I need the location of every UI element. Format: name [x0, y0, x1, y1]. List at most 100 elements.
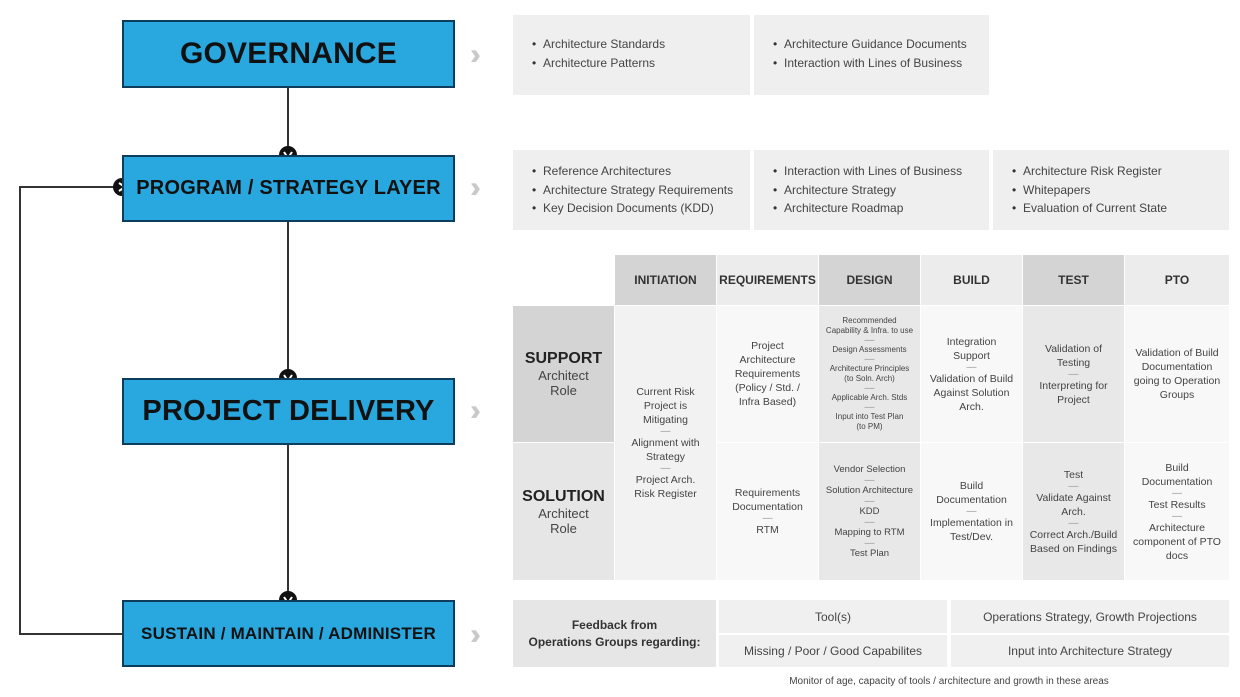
- cell-separator: —: [864, 402, 875, 413]
- chevron-right-icon: ››: [470, 38, 481, 71]
- cell-line: (to PM): [856, 422, 883, 431]
- cell-line: Validation of: [1044, 342, 1102, 355]
- cell-separator: —: [660, 463, 671, 474]
- cell-separator: —: [1172, 510, 1182, 522]
- program-panel-col2: Interaction with Lines of Business Archi…: [754, 150, 989, 230]
- phase-header-build: BUILD: [921, 255, 1022, 305]
- cell-separator: —: [1068, 368, 1079, 380]
- list-item: Evaluation of Current State: [1012, 199, 1229, 218]
- feedback-tools: Tool(s): [719, 600, 947, 633]
- feedback-label-line1: Feedback from: [571, 617, 658, 632]
- support-role-line2: Role: [550, 383, 577, 398]
- solution-design-cell: Vendor Selection—Solution Architecture—K…: [819, 443, 920, 580]
- cell-line: Solution Architecture: [825, 484, 914, 496]
- phase-header-requirements: REQUIREMENTS: [717, 255, 818, 305]
- feedback-capabilities: Missing / Poor / Good Capabilites: [719, 635, 947, 667]
- cell-line: docs: [1165, 549, 1189, 562]
- cell-line: Recommended: [842, 316, 897, 325]
- cell-separator: —: [1172, 487, 1182, 499]
- list-item: Architecture Strategy Requirements: [532, 181, 750, 200]
- cell-separator: —: [966, 361, 977, 373]
- cell-separator: —: [864, 383, 875, 394]
- cell-line: (to Soln. Arch): [844, 374, 895, 383]
- cell-line: Test/Dev.: [950, 531, 993, 543]
- cell-line: Test: [1063, 468, 1084, 481]
- cell-line: RTM: [756, 524, 779, 536]
- solution-role-line2: Role: [550, 520, 577, 536]
- list-item: Interaction with Lines of Business: [773, 54, 989, 73]
- feedback-footnote: Monitor of age, capacity of tools / arch…: [789, 676, 1109, 687]
- cell-line: Build: [959, 480, 984, 492]
- program-strategy-label: PROGRAM / STRATEGY LAYER: [136, 177, 441, 199]
- program-strategy-box: PROGRAM / STRATEGY LAYER: [122, 155, 455, 222]
- cell-line: component of PTO: [1133, 535, 1221, 548]
- cell-line: Documentation: [1141, 475, 1213, 488]
- cell-line: Project is: [643, 400, 688, 412]
- feedback-label: Feedback from Operations Groups regardin…: [513, 600, 716, 667]
- cell-line: Architecture Principles: [829, 364, 910, 373]
- cell-line: Validate Against: [1036, 491, 1111, 504]
- phase-header-design: DESIGN: [819, 255, 920, 305]
- cell-separator: —: [1068, 480, 1079, 492]
- support-role-line1: Architect: [538, 368, 589, 383]
- list-item: Interaction with Lines of Business: [773, 162, 989, 181]
- cell-line: Correct Arch./Build: [1029, 528, 1118, 541]
- cell-line: Current Risk: [636, 386, 695, 398]
- cell-line: Design Assessments: [832, 345, 907, 354]
- cell-separator: —: [864, 335, 875, 346]
- cell-line: Arch.: [959, 400, 984, 413]
- cell-line: Interpreting for: [1039, 379, 1108, 392]
- cell-separator: —: [864, 354, 875, 365]
- cell-line: Arch.: [1061, 505, 1086, 518]
- cell-line: Mapping to RTM: [834, 526, 905, 538]
- cell-separator: —: [864, 537, 875, 549]
- governance-box: GOVERNANCE: [122, 20, 455, 88]
- chevron-right-icon: ››: [470, 171, 481, 204]
- list-item: Architecture Roadmap: [773, 199, 989, 218]
- support-role-cell: SUPPORT Architect Role: [513, 306, 614, 442]
- cell-line: Capability & Infra. to use: [825, 326, 914, 335]
- cell-line: Infra Based): [738, 396, 797, 408]
- cell-line: (Policy / Std. /: [735, 382, 800, 394]
- governance-panel-col2: Architecture Guidance Documents Interact…: [754, 15, 989, 95]
- cell-separator: —: [966, 506, 977, 517]
- list-item: Architecture Standards: [532, 35, 750, 54]
- feedback-input: Input into Architecture Strategy: [951, 635, 1229, 667]
- cell-line: Test Results: [1148, 498, 1206, 511]
- cell-line: Risk Register: [634, 488, 697, 500]
- list-item: Architecture Strategy: [773, 181, 989, 200]
- list-item: Key Decision Documents (KDD): [532, 199, 750, 218]
- cell-separator: —: [1068, 517, 1079, 529]
- cell-line: Project: [751, 340, 784, 352]
- list-item: Architecture Patterns: [532, 54, 750, 73]
- cell-line: Project: [1057, 393, 1090, 406]
- support-role-title: SUPPORT: [524, 350, 603, 367]
- cell-line: Input into Test Plan: [835, 412, 904, 421]
- cell-line: Architecture: [739, 354, 796, 366]
- cell-separator: —: [864, 516, 875, 528]
- cell-line: Documentation: [936, 494, 1007, 506]
- cell-line: Validation of Build: [929, 372, 1014, 385]
- governance-label: GOVERNANCE: [179, 37, 398, 70]
- cell-line: Requirements: [734, 368, 801, 380]
- project-delivery-label: PROJECT DELIVERY: [142, 395, 435, 427]
- cell-line: Vendor Selection: [833, 463, 906, 475]
- sustain-box: SUSTAIN / MAINTAIN / ADMINISTER: [122, 600, 455, 667]
- chevron-right-icon: ››: [470, 394, 481, 427]
- sustain-label: SUSTAIN / MAINTAIN / ADMINISTER: [141, 623, 436, 643]
- list-item: Architecture Risk Register: [1012, 162, 1229, 181]
- cell-line: Groups: [1159, 389, 1195, 401]
- cell-line: Integration: [946, 335, 997, 348]
- cell-line: Validation of Build: [1135, 347, 1219, 359]
- cell-line: Documentation: [732, 501, 803, 513]
- phase-header-pto: PTO: [1125, 255, 1229, 305]
